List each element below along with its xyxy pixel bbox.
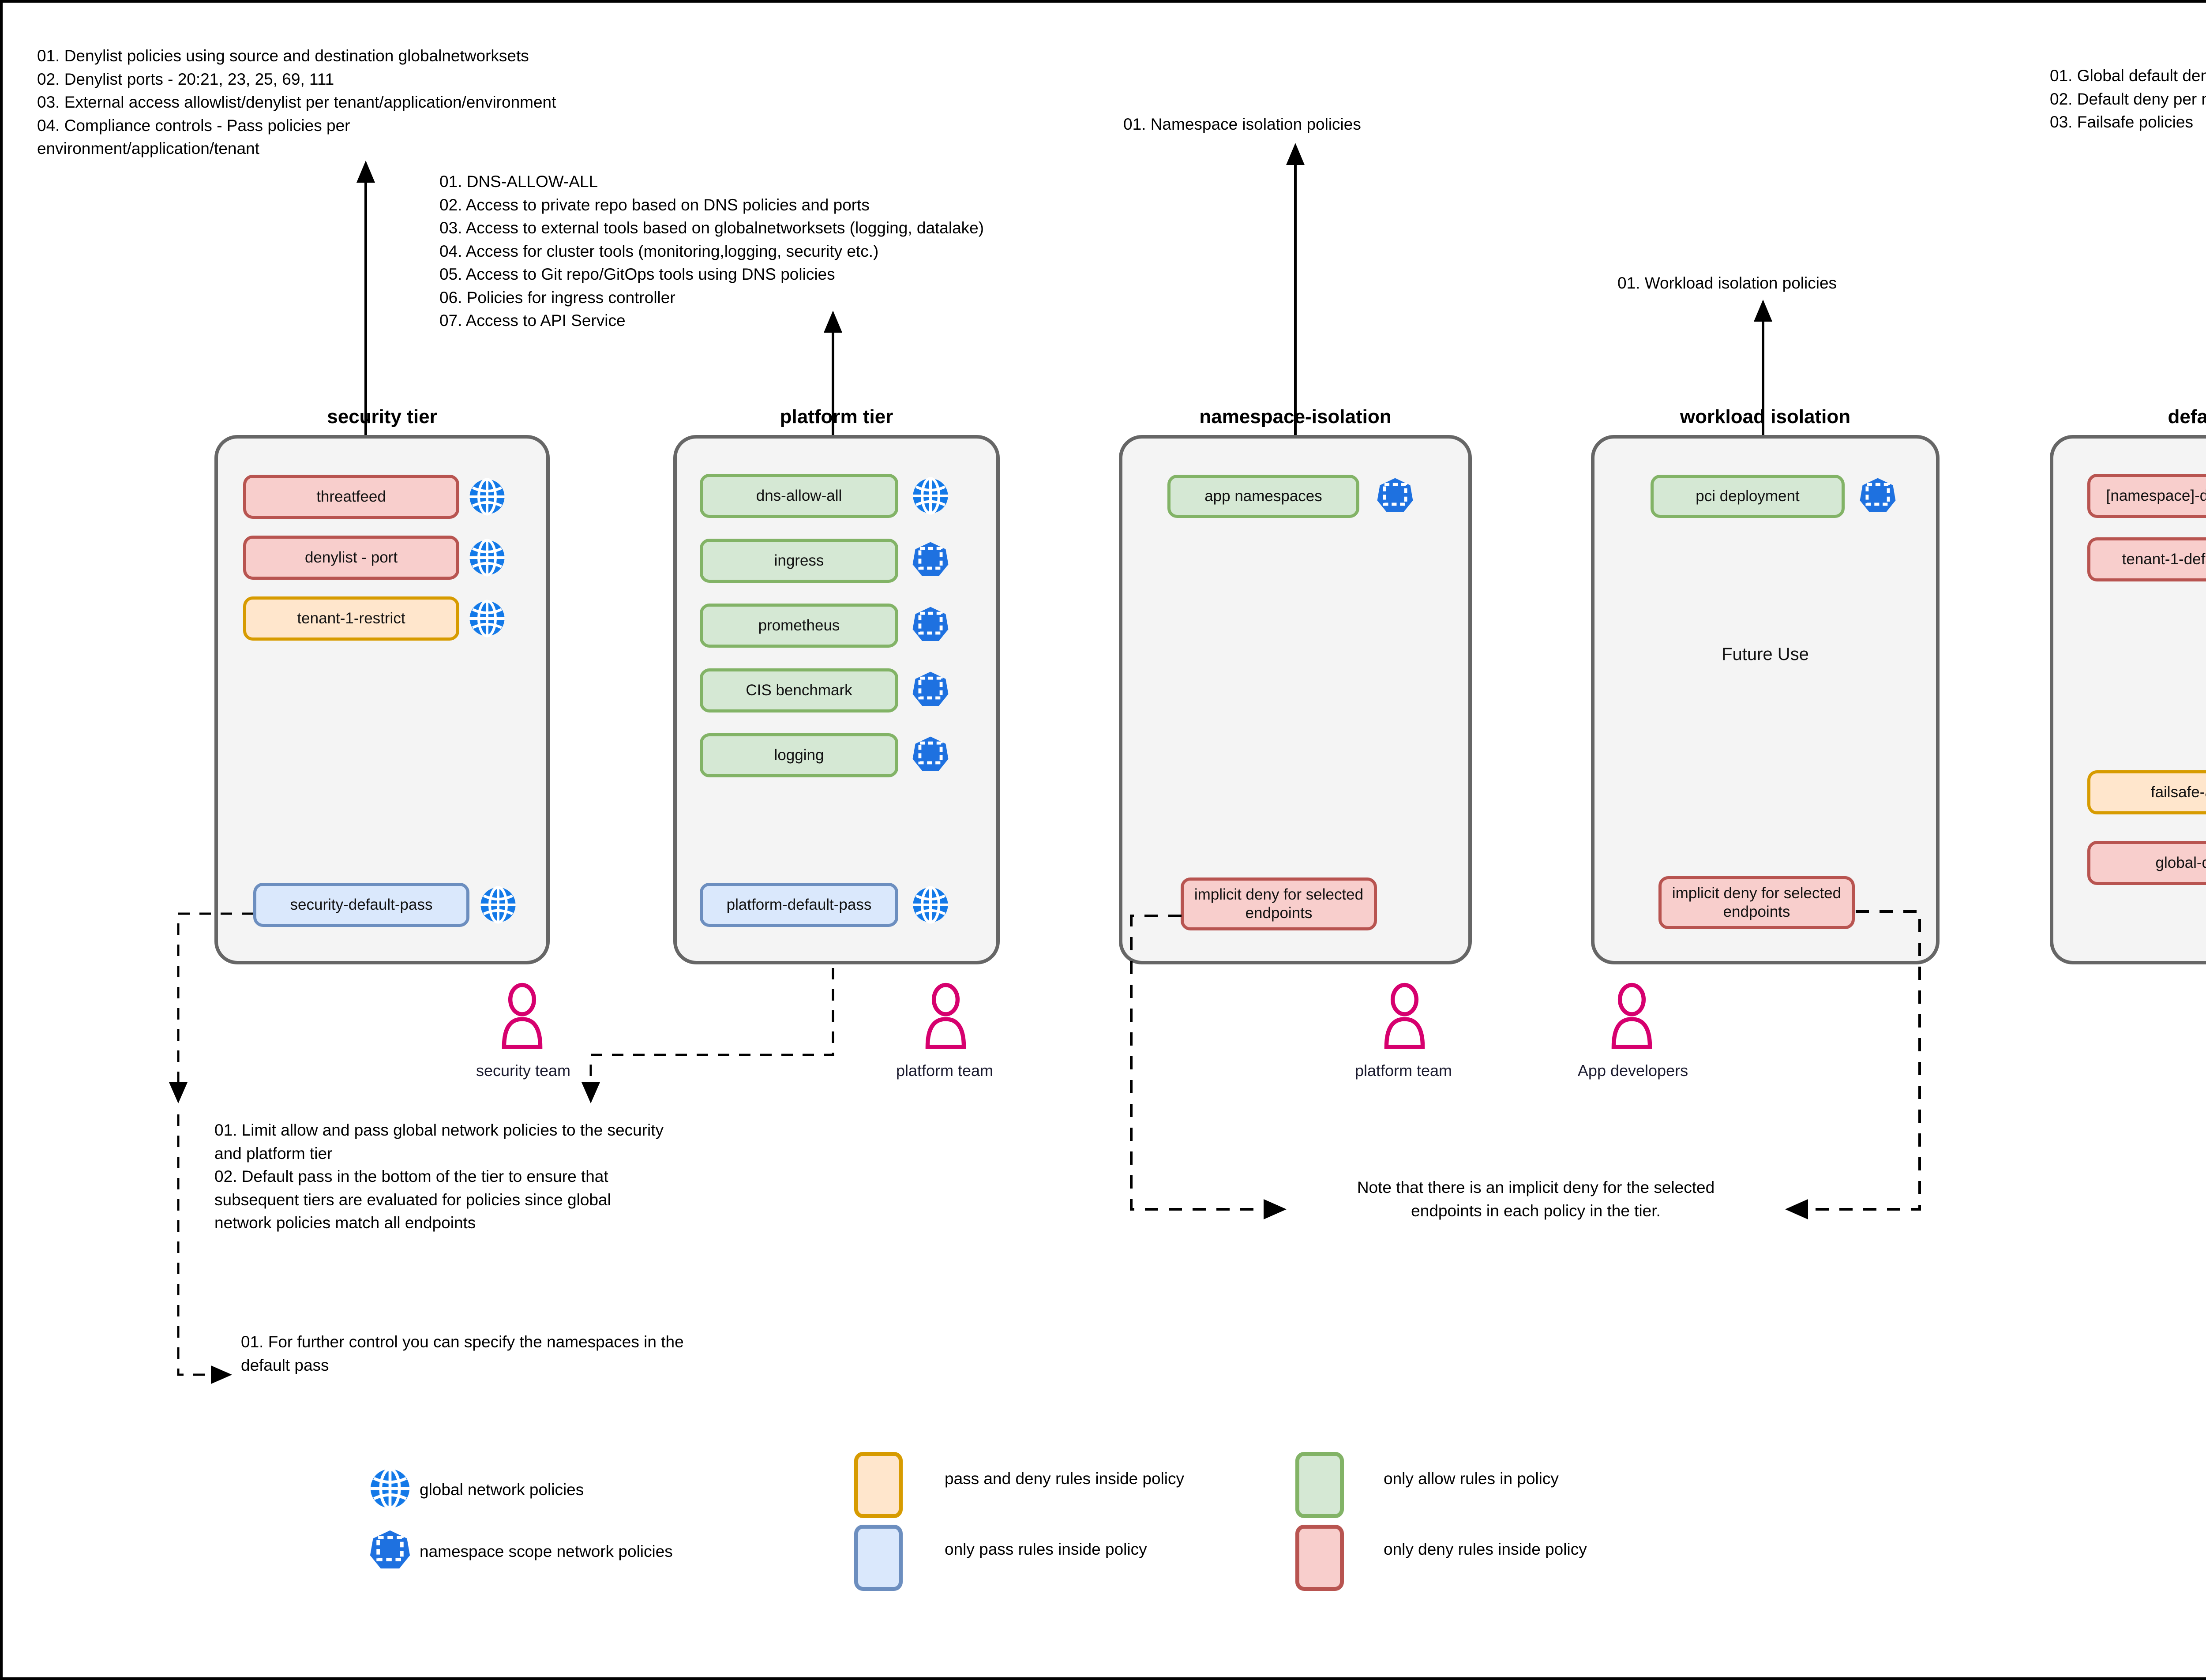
namespace-scope-icon xyxy=(1377,478,1413,512)
policy-security-default-pass[interactable]: security-default-pass xyxy=(253,883,469,927)
globe-icon xyxy=(469,478,505,516)
globe-icon xyxy=(480,886,516,924)
annotation-namespace-isolation: 01. Namespace isolation policies xyxy=(1123,115,1361,133)
annotation-workload-isolation: 01. Workload isolation policies xyxy=(1617,274,1837,292)
tier-title-default: default tier xyxy=(2168,406,2206,428)
globe-icon xyxy=(469,600,505,638)
policy-app-namespaces[interactable]: app namespaces xyxy=(1167,475,1359,518)
team-label-platform-2: platform team xyxy=(1354,1061,1452,1080)
team-label-platform-1: platform team xyxy=(896,1061,994,1080)
globe-icon xyxy=(913,477,948,515)
policy-namespace-default-deny[interactable]: [namespace]-default-deny xyxy=(2087,474,2206,518)
legend-label-only-pass: only pass rules inside policy xyxy=(945,1540,1147,1558)
team-label-security-1: security team xyxy=(476,1061,571,1080)
legend-swatch-deny xyxy=(1295,1525,1344,1591)
tier-box-namespace-isolation xyxy=(1119,435,1472,964)
globe-icon xyxy=(469,539,505,577)
policy-implicit-deny-namespace[interactable]: implicit deny for selected endpoints xyxy=(1181,878,1377,930)
policy-global-deny[interactable]: global-deny xyxy=(2087,841,2206,885)
policy-denylist-port[interactable]: denylist - port xyxy=(243,536,459,580)
legend-label-only-deny: only deny rules inside policy xyxy=(1384,1540,1587,1558)
tier-platform-tier: platform tier dns-allow-all ingress prom… xyxy=(673,406,1000,964)
policy-pci-deployment[interactable]: pci deployment xyxy=(1651,475,1845,518)
namespace-scope-icon xyxy=(370,1530,410,1569)
policy-failsafe-allow[interactable]: failsafe-allow xyxy=(2087,770,2206,814)
namespace-scope-icon xyxy=(912,671,949,706)
namespace-scope-icon xyxy=(912,542,949,576)
policy-dns-allow-all[interactable]: dns-allow-all xyxy=(700,474,898,518)
person-icon xyxy=(1611,982,1652,1049)
policy-threatfeed[interactable]: threatfeed xyxy=(243,475,459,519)
policy-prometheus[interactable]: prometheus xyxy=(700,604,898,648)
person-icon xyxy=(1384,982,1425,1049)
person-icon xyxy=(925,982,966,1049)
person-icon xyxy=(502,982,543,1049)
policy-implicit-deny-workload[interactable]: implicit deny for selected endpoints xyxy=(1658,876,1855,929)
workload-placeholder-text: Future Use xyxy=(1722,645,1809,664)
tier-title-platform: platform tier xyxy=(780,406,893,428)
legend-label-pass-and-deny: pass and deny rules inside policy xyxy=(945,1470,1184,1488)
namespace-scope-icon xyxy=(912,607,949,641)
policy-platform-default-pass[interactable]: platform-default-pass xyxy=(700,883,898,927)
policy-cis-benchmark[interactable]: CIS benchmark xyxy=(700,668,898,712)
annotation-default-tier: 01. Global default deny 02. Default deny… xyxy=(2050,67,2206,131)
policy-logging[interactable]: logging xyxy=(700,733,898,777)
legend-swatch-allow xyxy=(1295,1452,1344,1518)
policy-ingress[interactable]: ingress xyxy=(700,539,898,583)
tier-workload-isolation: workload isolation pci deployment Future… xyxy=(1591,406,1940,964)
legend-swatch-pass xyxy=(854,1525,903,1591)
tier-security-tier: security tier threatfeed denylist - port… xyxy=(214,406,550,964)
legend-label-namespace-scope-policies: namespace scope network policies xyxy=(420,1542,673,1560)
tier-title-namespace-isolation: namespace-isolation xyxy=(1199,406,1392,428)
namespace-scope-icon xyxy=(1860,478,1896,512)
annotation-platform-tier: 01. DNS-ALLOW-ALL 02. Access to private … xyxy=(439,172,984,330)
tier-namespace-isolation: namespace-isolation app namespaces impli… xyxy=(1119,406,1472,964)
team-label-app-developers: App developers xyxy=(1577,1061,1688,1080)
annotation-global-policy-limits: 01. Limit allow and pass global network … xyxy=(214,1121,664,1232)
namespace-scope-icon xyxy=(912,736,949,771)
tier-title-workload-isolation: workload isolation xyxy=(1680,406,1851,428)
annotation-security-tier: 01. Denylist policies using source and d… xyxy=(37,47,556,158)
globe-icon xyxy=(370,1467,410,1510)
tier-default-tier: default tier [namespace]-default-deny te… xyxy=(2050,406,2206,964)
annotation-further-control: 01. For further control you can specify … xyxy=(241,1333,684,1374)
legend-swatch-mixed xyxy=(854,1452,903,1518)
tier-box-security xyxy=(214,435,550,964)
legend-label-only-allow: only allow rules in policy xyxy=(1384,1470,1559,1488)
globe-icon xyxy=(913,886,948,924)
policy-tenant-1-restrict[interactable]: tenant-1-restrict xyxy=(243,596,459,641)
policy-tenant-1-default-deny[interactable]: tenant-1-default-deny xyxy=(2087,537,2206,581)
tier-title-security: security tier xyxy=(327,406,437,428)
legend-label-global-network-policies: global network policies xyxy=(420,1481,584,1499)
annotation-implicit-deny: Note that there is an implicit deny for … xyxy=(1357,1178,1715,1220)
